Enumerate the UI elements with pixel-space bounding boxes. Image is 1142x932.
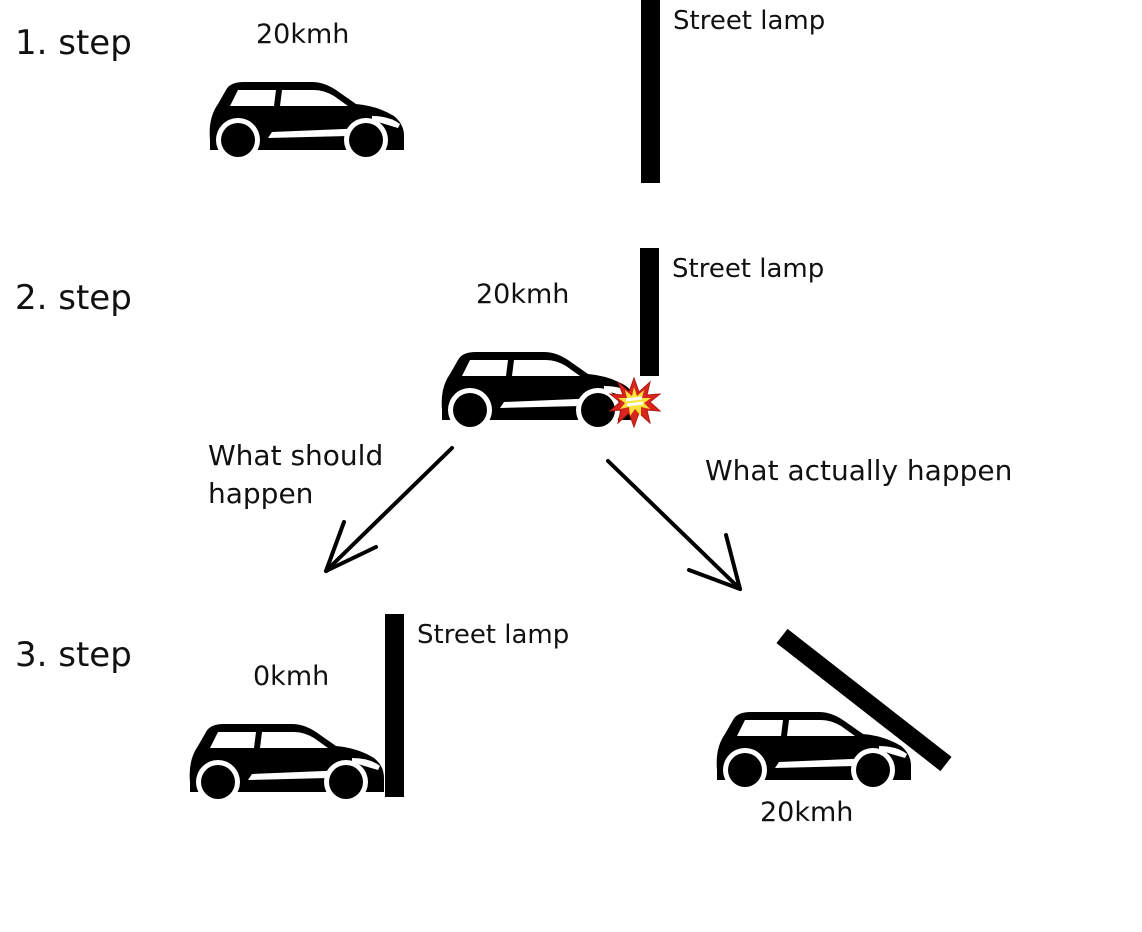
step-1-label: 1. step bbox=[15, 23, 132, 63]
label-actually-happen: What actually happen bbox=[705, 454, 1013, 487]
arrow-should-happen bbox=[324, 446, 454, 573]
street-lamp-step2 bbox=[640, 248, 659, 376]
street-lamp-fallen bbox=[776, 628, 952, 772]
lamp-label-step2: Street lamp bbox=[672, 254, 825, 284]
speed-step2: 20kmh bbox=[476, 279, 570, 310]
lamp-label-step3: Street lamp bbox=[417, 620, 570, 650]
speed-step3-actual: 20kmh bbox=[760, 797, 854, 828]
street-lamp-step1 bbox=[641, 0, 660, 183]
label-should-line2: happen bbox=[208, 476, 314, 510]
step-2-label: 2. step bbox=[15, 278, 132, 318]
speed-step1: 20kmh bbox=[256, 19, 350, 50]
car-icon-step2 bbox=[441, 352, 636, 432]
label-should-line1: What should bbox=[208, 439, 384, 472]
car-icon-step3-expected bbox=[189, 724, 384, 804]
label-should-happen: What should happen bbox=[208, 437, 383, 513]
speed-step3-expected: 0kmh bbox=[253, 661, 330, 692]
street-lamp-step3-expected bbox=[385, 614, 404, 797]
arrow-actually-happen bbox=[606, 459, 742, 591]
step-3-label: 3. step bbox=[15, 635, 132, 675]
car-icon-step1 bbox=[209, 82, 404, 162]
lamp-label-step1: Street lamp bbox=[673, 6, 826, 36]
